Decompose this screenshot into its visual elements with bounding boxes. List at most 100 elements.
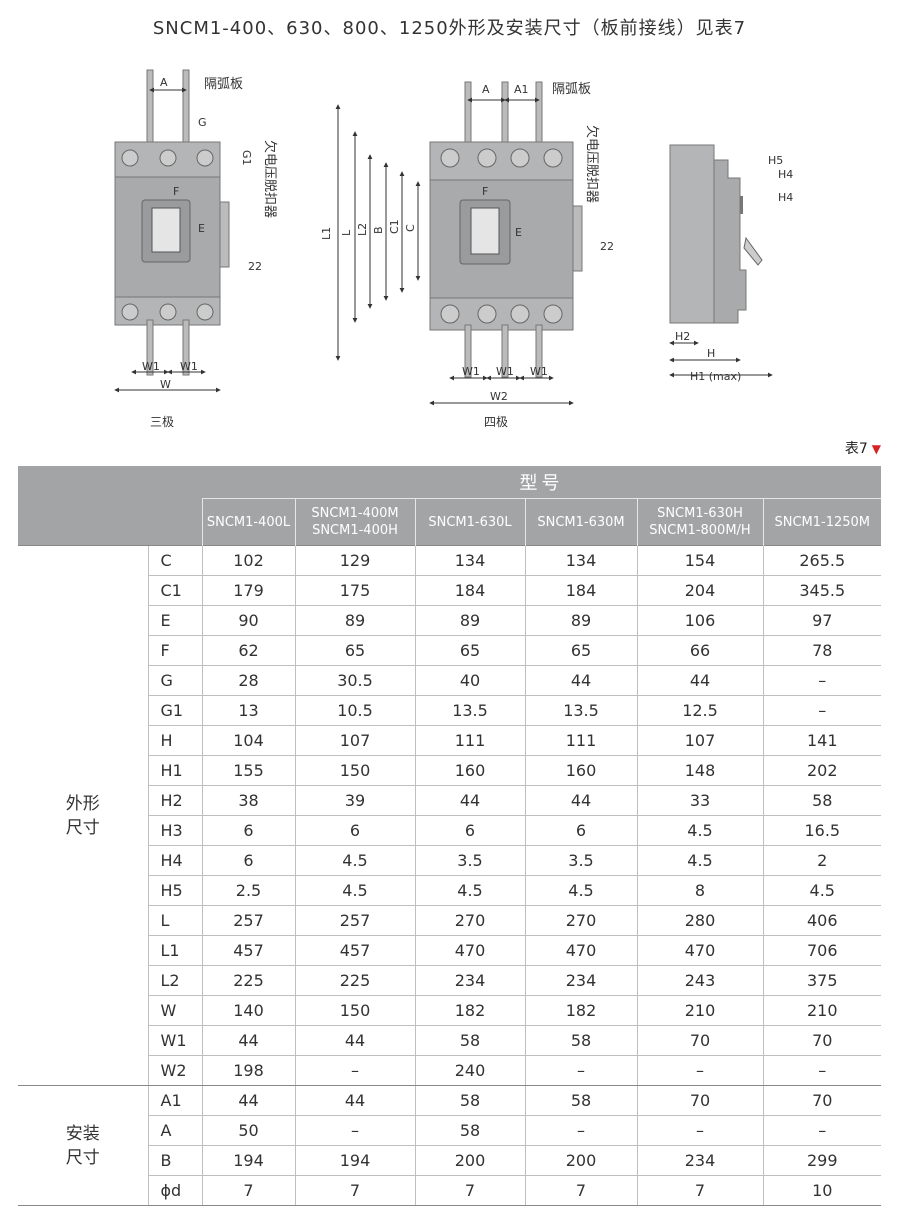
value-cell: 175 [294, 575, 415, 606]
value-cell: 90 [201, 605, 295, 636]
value-cell: 58 [414, 1115, 525, 1146]
label-E: E [198, 222, 205, 235]
param-cell: H [147, 725, 202, 756]
value-cell: 470 [414, 935, 525, 966]
value-cell: – [762, 1055, 882, 1086]
value-cell: 345.5 [762, 575, 882, 606]
value-cell: 4.5 [414, 875, 525, 906]
param-cell: C1 [147, 575, 202, 606]
param-cell: ϕd [147, 1175, 202, 1206]
label-G: G [198, 116, 207, 129]
value-cell: 4.5 [524, 875, 637, 906]
value-cell: 13 [201, 695, 295, 726]
value-cell: – [294, 1115, 415, 1146]
label-C1: C1 [388, 219, 401, 234]
value-cell: 375 [762, 965, 882, 996]
label-H4-b: H4 [778, 191, 793, 204]
value-cell: 270 [524, 905, 637, 936]
value-cell: 44 [524, 665, 637, 696]
label-A-four-pole: A [482, 83, 490, 96]
model-name: SNCM1-630L [428, 514, 512, 530]
value-cell: 104 [201, 725, 295, 756]
value-cell: – [762, 1115, 882, 1146]
value-cell: 4.5 [294, 875, 415, 906]
value-cell: 44 [294, 1085, 415, 1116]
value-cell: 102 [201, 545, 295, 576]
value-cell: 406 [762, 905, 882, 936]
label-22: 22 [248, 260, 262, 273]
value-cell: – [294, 1055, 415, 1086]
group-label: 外形尺寸 [18, 545, 148, 1086]
value-cell: 134 [524, 545, 637, 576]
value-cell: 470 [636, 935, 763, 966]
arrow-down-icon: ▼ [871, 442, 881, 456]
model-name: SNCM1-400M [311, 506, 399, 521]
value-cell: 3.5 [414, 845, 525, 876]
model-name: SNCM1-630M [537, 514, 625, 530]
group-label-line: 安装 [65, 1123, 100, 1144]
value-cell: 6 [201, 845, 295, 876]
value-cell: 179 [201, 575, 295, 606]
group-label-line: 尺寸 [65, 817, 100, 838]
value-cell: 148 [636, 755, 763, 786]
label-L1: L1 [320, 227, 333, 240]
label-W1-b: W1 [496, 365, 514, 378]
value-cell: 65 [524, 635, 637, 666]
label-undervoltage-four-pole: 欠电压脱扣器 [584, 125, 600, 203]
label-L: L [340, 229, 353, 236]
value-cell: 107 [294, 725, 415, 756]
value-cell: 2 [762, 845, 882, 876]
value-cell: 7 [524, 1175, 637, 1206]
value-cell: 154 [636, 545, 763, 576]
value-cell: 8 [636, 875, 763, 906]
value-cell: 280 [636, 905, 763, 936]
model-header: 型号 [202, 466, 882, 499]
value-cell: – [636, 1115, 763, 1146]
label-H2: H2 [675, 330, 690, 343]
param-cell: H2 [147, 785, 202, 816]
value-cell: – [762, 665, 882, 696]
label-W1: W1 [142, 360, 160, 373]
model-name: SNCM1-630H [657, 506, 743, 521]
value-cell: 225 [201, 965, 295, 996]
value-cell: 40 [414, 665, 525, 696]
label-W1: W1 [180, 360, 198, 373]
value-cell: 140 [201, 995, 295, 1026]
label-H5: H5 [768, 154, 783, 167]
value-cell: 194 [294, 1145, 415, 1176]
value-cell: 44 [201, 1085, 295, 1116]
value-cell: 200 [524, 1145, 637, 1176]
value-cell: 234 [414, 965, 525, 996]
side-view-drawing [669, 144, 773, 378]
model-column-header: SNCM1-630M [524, 498, 637, 546]
value-cell: 7 [201, 1175, 295, 1206]
label-L2: L2 [356, 223, 369, 236]
value-cell: 89 [524, 605, 637, 636]
label-arc-plate: 隔弧板 [204, 77, 243, 92]
label-A1: A1 [514, 83, 529, 96]
param-cell: H1 [147, 755, 202, 786]
table-corner [18, 466, 202, 546]
value-cell: 89 [414, 605, 525, 636]
value-cell: 184 [414, 575, 525, 606]
value-cell: 58 [524, 1025, 637, 1056]
value-cell: 240 [414, 1055, 525, 1086]
value-cell: 44 [636, 665, 763, 696]
value-cell: 202 [762, 755, 882, 786]
param-cell: C [147, 545, 202, 576]
value-cell: 265.5 [762, 545, 882, 576]
param-cell: H4 [147, 845, 202, 876]
value-cell: 234 [636, 1145, 763, 1176]
dimension-diagram: A 隔弧板 G G1 欠电压脱扣器 F E 22 W1 W1 W 三极 [114, 69, 793, 429]
label-B: B [372, 226, 385, 234]
value-cell: 150 [294, 755, 415, 786]
value-cell: 4.5 [636, 815, 763, 846]
